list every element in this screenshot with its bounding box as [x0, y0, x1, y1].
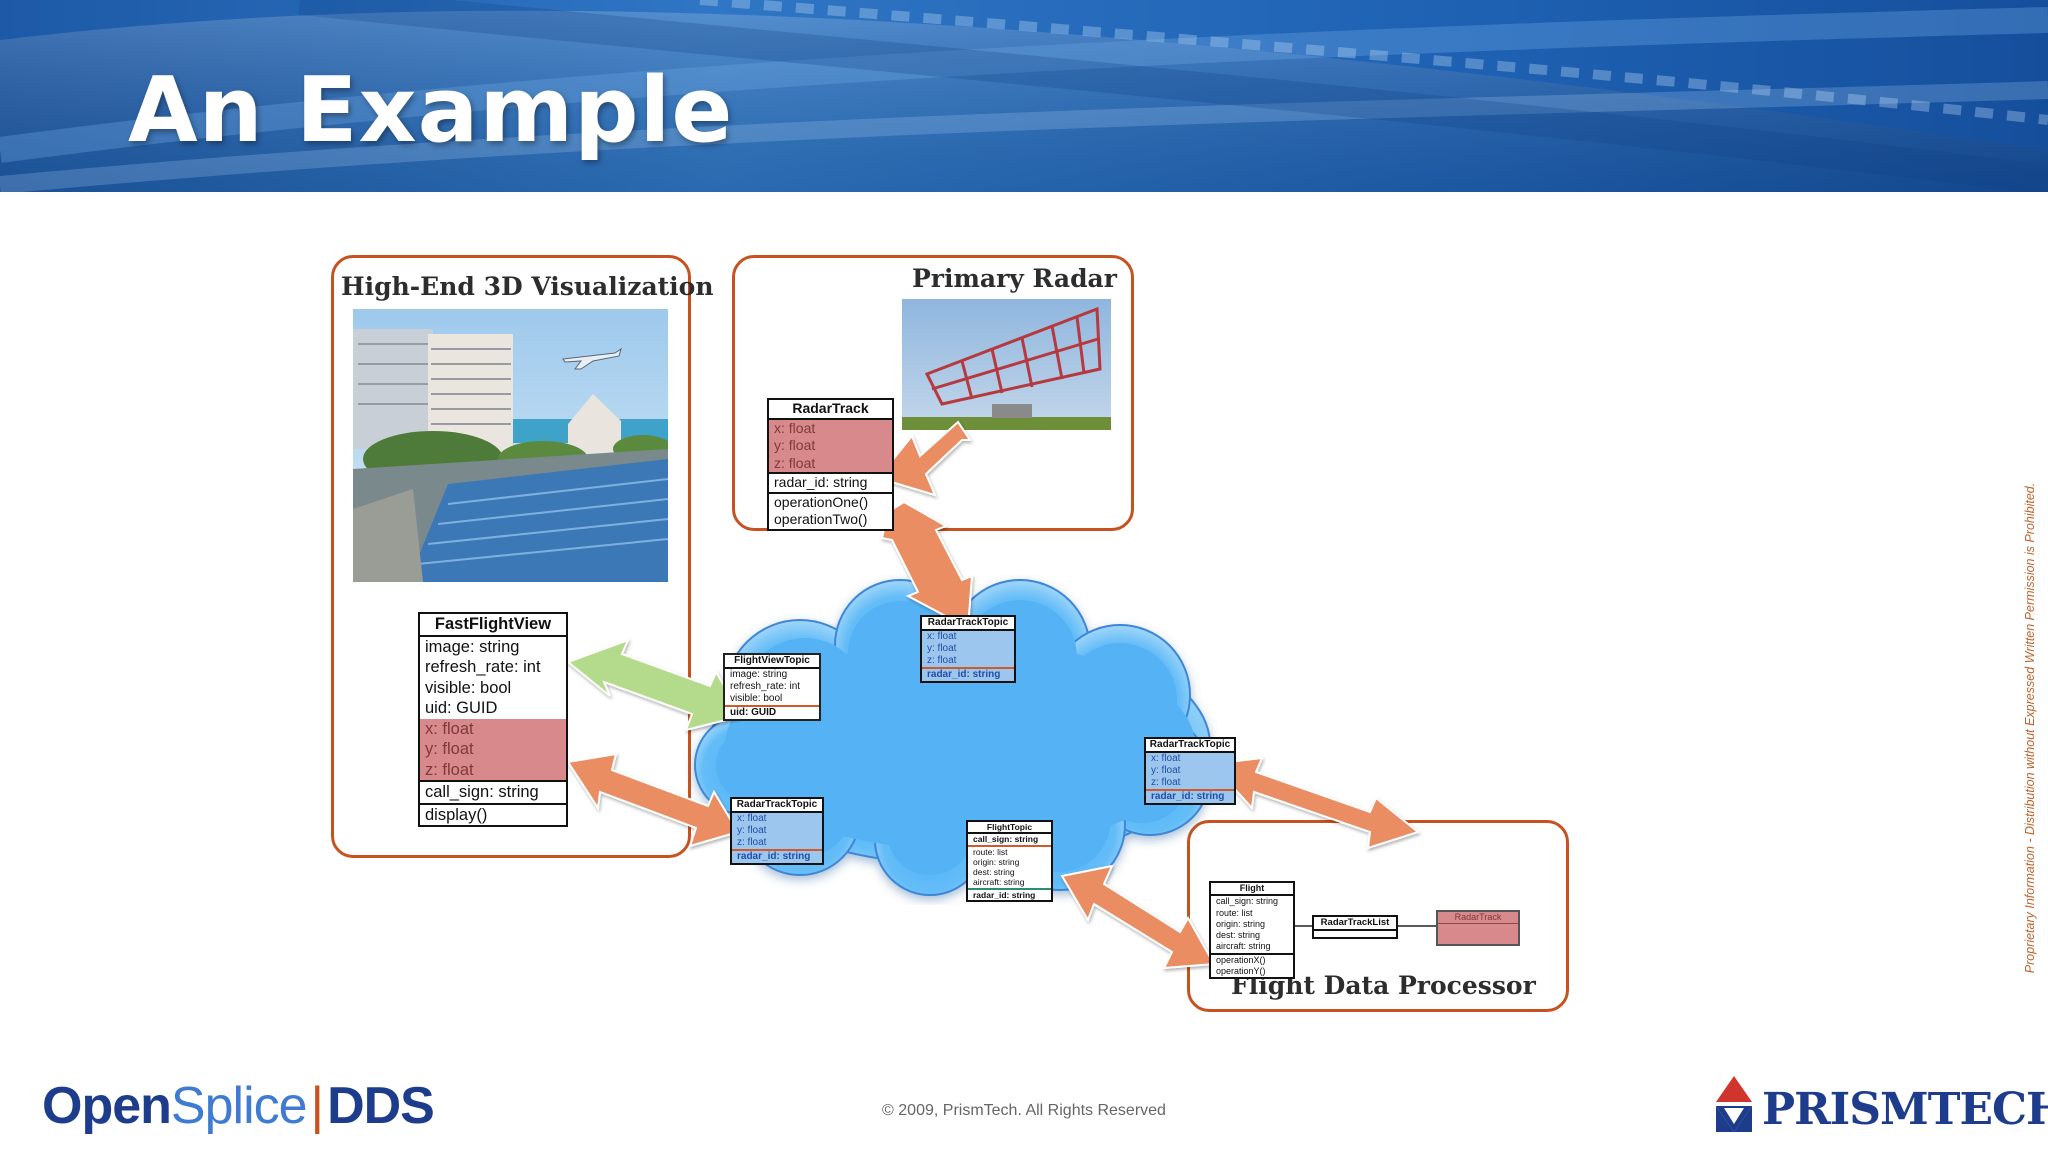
uml-field-y: y: float [732, 825, 822, 837]
opensplice-dds-logo: OpenSplice|DDS [42, 1076, 435, 1136]
uml-fastflightview: FastFlightView image: string refresh_rat… [418, 612, 568, 827]
uml-field: call_sign: string [1216, 896, 1279, 907]
prismtech-wordmark: PRISMTECH [1762, 1084, 2048, 1135]
uml-key-field: radar_id: string [1146, 789, 1234, 803]
uml-radartrack: RadarTrack x: float y: float z: float ra… [767, 398, 894, 531]
logo-text-open: Open [42, 1077, 172, 1135]
uml-field: dest: string [1216, 930, 1261, 941]
uml-field-y: y: float [420, 739, 566, 760]
uml-field: visible: bool [730, 693, 783, 704]
logo-text-dds: DDS [327, 1077, 435, 1135]
uml-radartrack-small-name: RadarTrack [1438, 912, 1518, 924]
uml-radartracktopic-name: RadarTrackTopic [1146, 739, 1234, 753]
proprietary-notice-text: Proprietary Information - Distribution w… [2023, 482, 2037, 974]
uml-flight: Flight call_sign: string route: list ori… [1209, 881, 1295, 980]
uml-field: route: list [1216, 907, 1253, 918]
uml-field: aircraft: string [973, 877, 1025, 888]
uml-field: origin: string [973, 856, 1020, 867]
uml-field: call_sign: string [420, 780, 566, 803]
uml-fastflightview-name: FastFlightView [420, 614, 566, 637]
logo-text-splice: Splice [170, 1077, 308, 1135]
uml-field-x: x: float [769, 419, 892, 437]
uml-field-z: z: float [922, 655, 1014, 667]
uml-method: operationOne() [769, 491, 892, 512]
prismtech-prism-icon [1716, 1076, 1752, 1132]
uml-field: visible: bool [425, 678, 512, 697]
uml-radartracktopic-right: RadarTrackTopic x: float y: float z: flo… [1144, 737, 1236, 805]
uml-field: origin: string [1216, 918, 1266, 929]
uml-radartracktopic-top: RadarTrackTopic x: float y: float z: flo… [920, 615, 1016, 683]
uml-method: operationX() [1211, 952, 1293, 966]
uml-field: aircraft: string [1216, 941, 1271, 952]
uml-field-x: x: float [1146, 753, 1234, 765]
uml-field: dest: string [973, 867, 1015, 878]
uml-field: radar_id: string [769, 472, 892, 492]
copyright-notice: © 2009, PrismTech. All Rights Reserved [882, 1102, 1166, 1119]
uml-radartracktopic-name: RadarTrackTopic [922, 617, 1014, 631]
uml-field: route: list [973, 846, 1008, 857]
uml-flighttopic: FlightTopic call_sign: string route: lis… [966, 820, 1053, 903]
uml-field: uid: GUID [425, 699, 498, 717]
uml-radartrack-small: RadarTrack [1436, 910, 1520, 946]
uml-radartracktopic-name: RadarTrackTopic [732, 799, 822, 813]
uml-field: refresh_rate: int [425, 658, 541, 676]
logo-separator: | [310, 1077, 324, 1135]
banner-pattern [0, 0, 2048, 192]
uml-field-z: z: float [769, 454, 892, 472]
uml-key-field: uid: GUID [725, 705, 819, 719]
uml-method: operationTwo() [774, 511, 868, 527]
uml-method: operationY() [1216, 966, 1266, 977]
prismtech-logo: PRISMTECH [1712, 1070, 2048, 1140]
title-banner: An Example [0, 0, 2048, 192]
slide-title: An Example [128, 58, 734, 163]
uml-radartracklist: RadarTrackList [1312, 915, 1398, 939]
uml-field-z: z: float [420, 759, 566, 780]
uml-key-field: radar_id: string [732, 849, 822, 863]
3d-city-view-image [353, 309, 668, 582]
uml-field: image: string [730, 669, 788, 680]
panel-title-3d-visualization: High-End 3D Visualization [341, 272, 714, 301]
panel-title-primary-radar: Primary Radar [912, 264, 1117, 293]
radar-antenna-image [902, 299, 1111, 430]
uml-field-x: x: float [732, 813, 822, 825]
uml-flightviewtopic: FlightViewTopic image: string refresh_ra… [723, 653, 821, 721]
uml-key-field: call_sign: string [968, 834, 1051, 847]
uml-key-field: radar_id: string [968, 887, 1051, 900]
uml-radartrack-name: RadarTrack [769, 400, 892, 420]
uml-method: display() [420, 802, 566, 826]
uml-field-y: y: float [922, 643, 1014, 655]
uml-flighttopic-name: FlightTopic [968, 822, 1051, 835]
uml-field: refresh_rate: int [730, 681, 801, 692]
uml-radartracktopic-left: RadarTrackTopic x: float y: float z: flo… [730, 797, 824, 865]
uml-field-z: z: float [732, 837, 822, 849]
uml-radartracklist-name: RadarTrackList [1314, 917, 1396, 931]
uml-empty-compartment [1314, 931, 1396, 937]
uml-field-y: y: float [1146, 765, 1234, 777]
uml-flightviewtopic-name: FlightViewTopic [725, 655, 819, 669]
uml-flight-name: Flight [1211, 883, 1293, 897]
uml-key-field: radar_id: string [922, 667, 1014, 681]
uml-field-z: z: float [1146, 777, 1234, 789]
uml-field: image: string [425, 637, 520, 656]
uml-field-x: x: float [420, 718, 566, 739]
uml-field-x: x: float [922, 631, 1014, 643]
uml-field-y: y: float [769, 437, 892, 455]
